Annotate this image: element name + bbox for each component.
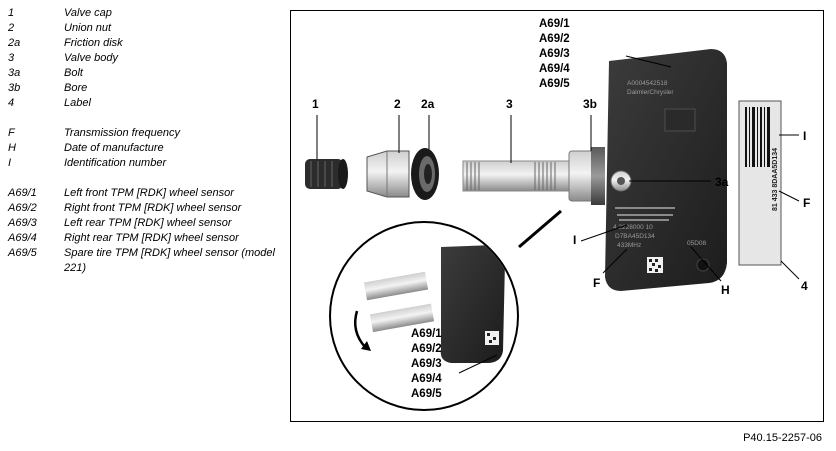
callout-3b: 3b [583,97,598,111]
legend-gap [8,111,288,126]
legend-row: A69/1 Left front TPM [RDK] wheel sensor [8,186,288,201]
legend-value: Valve cap [64,7,112,19]
sensor-id-line: 4 2228000 10 [613,224,653,231]
legend-row: 1 Valve cap [8,6,288,21]
legend-key: A69/4 [8,232,37,244]
exploded-view-figure: A0004542518 DaimlerChrysler 4 2228000 10… [290,10,824,422]
legend-value: Friction disk [64,37,123,49]
callout-H: H [721,283,730,297]
legend-value: Right rear TPM [RDK] wheel sensor [64,232,239,244]
legend-row: 3 Valve body [8,51,288,66]
legend-row: A69/2 Right front TPM [RDK] wheel sensor [8,201,288,216]
legend-value: Left front TPM [RDK] wheel sensor [64,187,234,199]
legend-value: Right front TPM [RDK] wheel sensor [64,202,242,214]
legend-key: A69/3 [8,217,37,229]
legend-row: 3a Bolt [8,66,288,81]
valve-body [462,147,605,205]
figure-drawing: A0004542518 DaimlerChrysler 4 2228000 10… [305,49,800,411]
legend-row: 4 Label [8,96,288,111]
legend-row: 2a Friction disk [8,36,288,51]
legend-key: A69/5 [8,247,37,259]
legend-key: H [8,142,16,154]
sensor-designation: A69/2 [539,33,570,45]
legend-key: 3a [8,67,21,79]
tpm-sensor-large: A0004542518 DaimlerChrysler 4 2228000 10… [605,49,727,291]
legend-row: F Transmission frequency [8,126,288,141]
legend: 1 Valve cap 2 Union nut 2a Friction disk 3 Valv… [8,6,288,276]
sensor-designation: A69/3 [539,48,570,60]
legend-value: Spare tire TPM [RDK] wheel sensor (model… [64,247,275,274]
sensor-serial: D7BA45D134 [615,233,655,240]
callout-F: F [593,276,601,290]
callout-2: 2 [394,97,401,111]
legend-key: 1 [8,7,15,19]
legend-key: 3b [8,82,21,94]
callout-3: 3 [506,97,513,111]
sensor-designation: A69/4 [539,63,570,75]
valve-cap [305,159,348,189]
legend-value: Union nut [64,22,112,34]
legend-value: Bore [64,82,88,94]
sensor-date: 05D08 [687,240,707,247]
legend-row: I Identification number [8,156,288,171]
label: 81 433 8DAA5D134 [738,100,782,266]
legend-key: A69/1 [8,187,37,199]
legend-row: A69/4 Right rear TPM [RDK] wheel sensor [8,231,288,246]
legend-row: A69/3 Left rear TPM [RDK] wheel sensor [8,216,288,231]
legend-value: Date of manufacture [64,142,164,154]
friction-disk [411,148,439,200]
legend-value: Label [64,97,91,109]
callout-F-label: F [803,196,811,210]
sensor-designation: A69/1 [539,18,570,30]
legend-key: 2a [8,37,21,49]
sensor-frequency: 433MHz [617,242,641,249]
callout-I: I [573,233,577,247]
sensor-designation: A69/4 [411,373,442,385]
legend-key: 2 [8,22,15,34]
legend-value: Left rear TPM [RDK] wheel sensor [64,217,232,229]
legend-key: 3 [8,52,15,64]
sensor-designation: A69/5 [411,388,442,400]
legend-value: Identification number [64,157,167,169]
legend-row: H Date of manufacture [8,141,288,156]
legend-row: 2 Union nut [8,21,288,36]
sensor-designation: A69/2 [411,343,442,355]
legend-gap [8,171,288,186]
legend-value: Valve body [64,52,119,64]
callout-2a: 2a [421,97,435,111]
union-nut [366,150,410,198]
sensor-designation: A69/1 [411,328,442,340]
callout-4: 4 [801,279,808,293]
sensor-designation: A69/5 [539,78,570,90]
detail-circle [329,221,519,411]
legend-value: Transmission frequency [64,127,180,139]
sensor-brand-code: A0004542518 [627,80,668,87]
sensor-designation: A69/3 [411,358,442,370]
callout-3a: 3a [715,175,729,189]
legend-key: F [8,127,15,139]
callout-I-label: I [803,129,807,143]
legend-key: 4 [8,97,15,109]
legend-value: Bolt [64,67,83,79]
label-text: 81 433 8DAA5D134 [772,148,779,211]
callout-1: 1 [312,97,319,111]
legend-row: A69/5 Spare tire TPM [RDK] wheel sensor (… [8,246,288,276]
sensor-brand: DaimlerChrysler [627,89,674,96]
legend-key: I [8,157,12,169]
legend-key: A69/2 [8,202,37,214]
legend-row: 3b Bore [8,81,288,96]
figure-reference: P40.15-2257-06 [743,432,822,444]
